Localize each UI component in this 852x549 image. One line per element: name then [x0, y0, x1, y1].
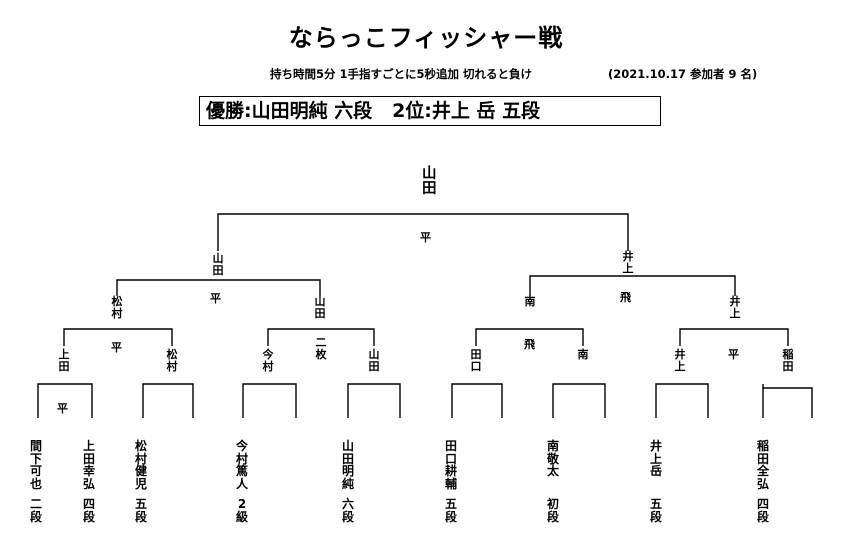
champion-name: 山田: [422, 166, 437, 198]
player-rank: 四段: [756, 497, 769, 524]
bracket-line-r2: [475, 328, 584, 346]
bracket-line-r2: [63, 328, 173, 346]
player-rank: 初段: [546, 497, 559, 524]
winner-name: 山田: [212, 252, 224, 277]
player-name: 松村健児: [134, 439, 147, 492]
player-name: 稲田全弘: [756, 439, 769, 492]
winner-name: 南: [577, 348, 589, 361]
rules-text: 持ち時間5分 1手指すごとに5秒追加 切れると負け: [270, 67, 533, 81]
winner-name: 松村: [111, 295, 123, 320]
player-name: 田口耕輔: [444, 439, 457, 492]
player-rank: 五段: [134, 497, 147, 524]
bracket-line-bye: [655, 383, 709, 418]
player-rank: 六段: [341, 497, 354, 524]
player-name: 間下可也: [29, 439, 42, 492]
winner-name: 松村: [166, 348, 178, 373]
winner-name: 山田: [314, 295, 326, 320]
player-rank: 五段: [649, 497, 662, 524]
player-name: 山田明純: [341, 439, 354, 492]
match-result: 平: [111, 341, 122, 354]
bracket-line-r2: [679, 328, 789, 346]
bracket-line-r3: [529, 275, 736, 296]
match-result: 平: [420, 231, 431, 244]
winner-name: 田口: [470, 348, 482, 373]
bracket-line-bye: [242, 383, 297, 418]
winner-name: 稲田: [782, 348, 794, 373]
bracket-line-r2: [267, 328, 375, 346]
player-rank: 二段: [29, 497, 42, 524]
event-info: (2021.10.17 参加者 9 名): [608, 67, 758, 81]
match-result: 飛: [524, 338, 535, 351]
match-result: 平: [210, 292, 221, 305]
match-result: 飛: [620, 291, 631, 304]
bracket-line-r3: [116, 279, 321, 296]
match-result: 平: [57, 402, 68, 415]
match-result: 平: [728, 348, 739, 361]
bracket-line-bye: [451, 383, 503, 418]
result-box: 優勝:山田明純 六段 2位:井上 岳 五段: [199, 96, 661, 126]
bracket-line-r1: [37, 383, 93, 418]
winner-name: 井上: [622, 250, 634, 275]
winner-name: 井上: [729, 295, 741, 320]
winner-name: 井上: [674, 348, 686, 373]
player-name: 今村篤人: [235, 439, 248, 492]
winner-name: 今村: [262, 348, 274, 373]
winner-name: 山田: [368, 348, 380, 373]
winner-name: 上田: [58, 348, 70, 373]
second-place-label: 2位:井上 岳 五段: [392, 100, 541, 122]
bracket-line-bye: [552, 383, 606, 418]
player-name: 井上 岳: [649, 439, 662, 479]
bracket-line-bye: [762, 387, 813, 418]
player-rank: 2級: [235, 497, 248, 524]
winner-name: 南: [524, 295, 536, 308]
bracket-line-bye: [142, 383, 194, 418]
bracket-line-bye: [347, 383, 401, 418]
player-rank: 四段: [82, 497, 95, 524]
page-title: ならっこフィッシャー戦: [288, 24, 564, 52]
player-rank: 五段: [444, 497, 457, 524]
player-name: 上田幸弘: [82, 439, 95, 492]
winner-label: 優勝:山田明純 六段: [206, 100, 373, 122]
bracket-line-semi: [217, 213, 629, 251]
player-name: 南 敬太: [546, 439, 559, 479]
match-result: 二枚: [315, 336, 327, 361]
